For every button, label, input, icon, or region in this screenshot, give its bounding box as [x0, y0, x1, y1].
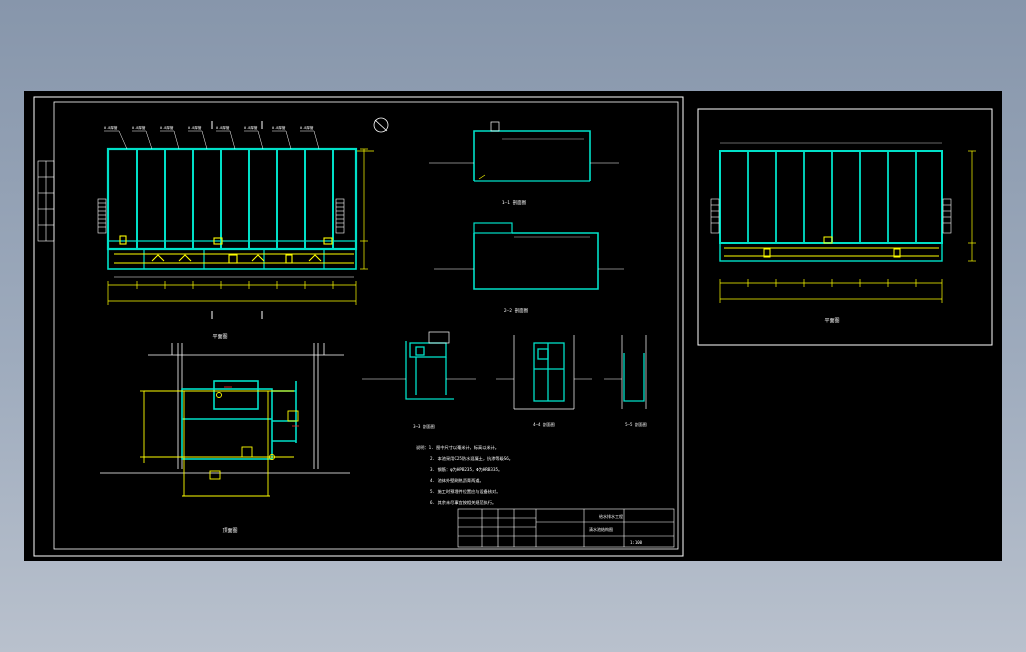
- drawing-viewport[interactable]: 0.8厚管 0.8厚管 0.8厚管 0.8厚管 0.8厚管 0.8厚管 0.8厚管 0.…: [24, 91, 1002, 561]
- right-plan: [710, 142, 976, 303]
- main-plan: 0.8厚管 0.8厚管 0.8厚管 0.8厚管 0.8厚管 0.8厚管 0.8厚管 0.…: [97, 121, 374, 319]
- title-block-drawing: 清水池结构图: [589, 526, 613, 532]
- note-line: 6. 其余未尽事宜按相关规范执行。: [430, 499, 496, 506]
- svg-text:0.8厚管: 0.8厚管: [132, 125, 146, 130]
- left-sheet-outer-border: [33, 96, 684, 557]
- section-2-2-title: 2—2 剖面图: [504, 307, 529, 314]
- detail-5-5: [604, 335, 647, 409]
- right-sheet-border: [697, 108, 993, 346]
- svg-text:0.8厚管: 0.8厚管: [244, 125, 258, 130]
- cad-drawing-canvas[interactable]: 0.8厚管 0.8厚管 0.8厚管 0.8厚管 0.8厚管 0.8厚管 0.8厚管 0.…: [24, 91, 1002, 561]
- note-line: 3. 钢筋：φ为HPB235，Φ为HRB335。: [430, 466, 502, 473]
- note-line: 2. 本池采用C25防水混凝土，抗渗等级S6。: [430, 455, 513, 462]
- detail-4-4-title: 4—4 剖面图: [533, 421, 555, 427]
- notes-block: 说明：1. 图中尺寸以毫米计，标高以米计。 2. 本池采用C25防水混凝土，抗渗…: [416, 444, 513, 506]
- note-line: 4. 池体外壁刷热沥青两道。: [430, 477, 484, 484]
- secondary-plan-title: 顶面图: [222, 528, 237, 534]
- left-sheet-inner-border: [53, 101, 679, 550]
- svg-text:0.8厚管: 0.8厚管: [216, 125, 230, 130]
- note-line: 5. 施工时预埋件位置应与设备核对。: [430, 488, 500, 495]
- section-2-2: [434, 222, 624, 290]
- plan-title: 平面图: [212, 334, 227, 340]
- left-sheet: 0.8厚管 0.8厚管 0.8厚管 0.8厚管 0.8厚管 0.8厚管 0.8厚管 0.…: [33, 96, 684, 557]
- section-1-1-title: 1—1 剖面图: [502, 199, 527, 206]
- detail-4-4: [496, 335, 592, 410]
- svg-text:0.8厚管: 0.8厚管: [160, 125, 174, 130]
- right-plan-title: 平面图: [824, 318, 839, 324]
- revision-block: [37, 160, 55, 242]
- secondary-plan: [100, 343, 350, 497]
- svg-text:0.8厚管: 0.8厚管: [104, 125, 118, 130]
- title-block-project: 给水排水工程: [599, 513, 623, 519]
- svg-text:0.8厚管: 0.8厚管: [300, 125, 314, 130]
- svg-text:0.8厚管: 0.8厚管: [272, 125, 286, 130]
- section-1-1: [429, 121, 619, 182]
- detail-5-5-title: 5—5 剖面图: [625, 421, 647, 427]
- right-sheet: 平面图: [697, 108, 993, 346]
- detail-3-3: [362, 331, 476, 400]
- title-block-scale: 1:100: [630, 540, 643, 545]
- north-arrow-icon: [373, 117, 389, 133]
- note-line: 说明：1. 图中尺寸以毫米计，标高以米计。: [416, 444, 499, 451]
- title-block: 给水排水工程 清水池结构图 1:100: [457, 508, 675, 548]
- detail-3-3-title: 3—3 剖面图: [413, 423, 435, 429]
- svg-text:0.8厚管: 0.8厚管: [188, 125, 202, 130]
